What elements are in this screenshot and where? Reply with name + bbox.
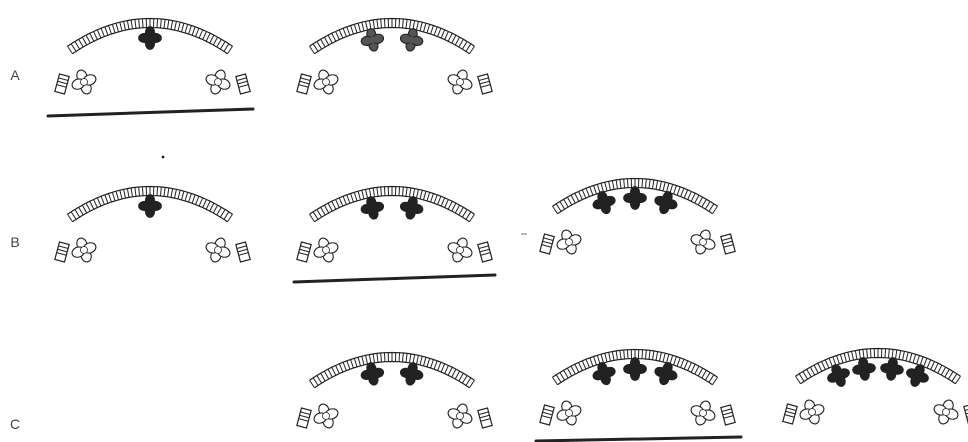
side-block-right <box>478 408 492 428</box>
row-label-a: A <box>6 66 24 84</box>
hatched-arc <box>309 187 474 222</box>
open-unit-right <box>687 226 719 258</box>
dark-unit-1 <box>139 27 162 50</box>
open-unit-left <box>68 66 100 98</box>
open-unit-left <box>553 397 585 429</box>
hatched-arc <box>309 353 474 388</box>
open-unit-left <box>796 396 828 428</box>
open-unit-left <box>310 66 342 98</box>
dark-unit-1 <box>139 195 162 218</box>
hatched-arc <box>795 349 960 384</box>
dark-unit-1 <box>824 361 853 390</box>
side-block-left <box>297 74 311 94</box>
side-block-right <box>478 242 492 262</box>
dark-unit-2 <box>624 358 647 381</box>
side-block-left <box>297 408 311 428</box>
open-unit-left <box>68 234 100 266</box>
side-block-left <box>55 242 69 262</box>
open-unit-left <box>553 226 585 258</box>
side-block-right <box>721 405 735 425</box>
panel-3-1 <box>297 353 492 432</box>
panel-3-2 <box>540 350 735 429</box>
side-block-left <box>55 74 69 94</box>
side-block-right <box>236 242 250 262</box>
open-unit-right <box>444 400 476 432</box>
dark-unit-1 <box>590 189 618 217</box>
baseline-c-2 <box>536 437 741 441</box>
open-unit-right <box>444 66 476 98</box>
dark-unit-4 <box>903 361 932 390</box>
open-unit-right <box>202 234 234 266</box>
row-label-c: C <box>6 415 24 433</box>
baseline-b-2 <box>294 275 495 282</box>
dark-unit-2 <box>624 187 647 210</box>
open-unit-right <box>930 396 962 428</box>
baseline-a-1 <box>48 109 253 116</box>
open-unit-left <box>310 400 342 432</box>
open-unit-right <box>687 397 719 429</box>
open-unit-right <box>444 234 476 266</box>
stray-dot <box>162 156 165 159</box>
panel-1-1 <box>55 19 250 98</box>
side-block-left <box>540 234 554 254</box>
panel-1-2 <box>297 19 492 98</box>
row-label-b: B <box>6 233 24 251</box>
side-block-left <box>297 242 311 262</box>
panel-2-2 <box>297 187 492 266</box>
side-block-right <box>964 404 968 424</box>
panel-2-1 <box>55 187 250 266</box>
side-block-left <box>540 405 554 425</box>
dark-unit-3 <box>652 360 680 388</box>
open-unit-left <box>310 234 342 266</box>
panel-2-3 <box>540 179 735 258</box>
dark-unit-3 <box>652 189 680 217</box>
side-block-right <box>236 74 250 94</box>
side-block-left <box>783 404 797 424</box>
hatched-arc <box>309 19 474 54</box>
dark-unit-1 <box>590 360 618 388</box>
side-block-right <box>721 234 735 254</box>
open-unit-right <box>202 66 234 98</box>
panel-3-3 <box>783 349 968 428</box>
side-block-right <box>478 74 492 94</box>
